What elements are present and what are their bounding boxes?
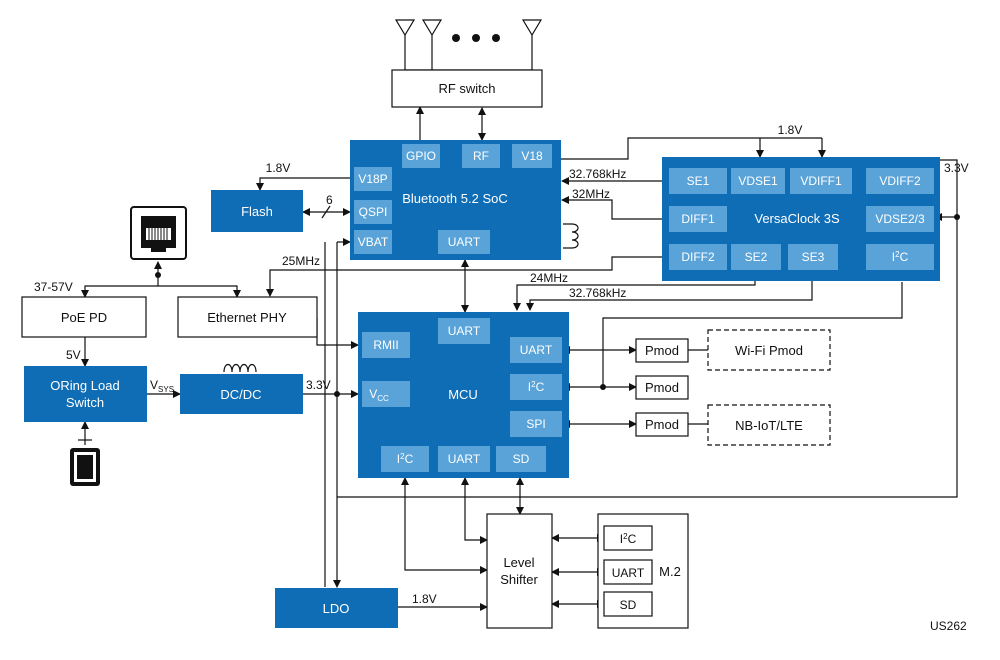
antenna-icon (394, 19, 416, 37)
clk-vdiff2-pin: VDIFF2 (879, 174, 921, 188)
wifi-pmod-block: Wi-Fi Pmod (707, 329, 831, 371)
ble-rf-pin: RF (473, 149, 489, 163)
ethernet-jack-icon (130, 206, 187, 260)
clk-diff1-pin: DIFF1 (681, 212, 715, 226)
nbiot-block: NB-IoT/LTE (707, 404, 831, 446)
dcdc-label: DC/DC (220, 387, 261, 402)
bluetooth-soc-block: GPIO RF V18 V18P QSPI VBAT UART Bluetoot… (350, 140, 561, 260)
ble-gpio-pin: GPIO (406, 149, 436, 163)
figure-reference: US262 (930, 619, 967, 633)
ethernet-phy-label: Ethernet PHY (207, 310, 287, 325)
m2-block: I2C UART SD M.2 (597, 513, 689, 629)
nbiot-label: NB-IoT/LTE (735, 418, 803, 433)
ethernet-phy-block: Ethernet PHY (177, 296, 318, 338)
clock-title: VersaClock 3S (754, 211, 840, 226)
flash-label: Flash (241, 204, 273, 219)
label-3v3-rail: 3.3V (944, 161, 969, 175)
ldo-block: LDO (275, 588, 398, 628)
m2-i2c-port: I2C (620, 532, 637, 546)
clk-diff2-pin: DIFF2 (681, 250, 715, 264)
antenna-icon (421, 19, 443, 37)
label-32khz-ble: 32.768kHz (569, 167, 626, 181)
mcu-title: MCU (448, 387, 478, 402)
mcu-uart-bottom-pin: UART (448, 452, 481, 466)
label-1v8-clock: 1.8V (778, 123, 803, 137)
pmod-label-3: Pmod (645, 417, 679, 432)
dcdc-block: DC/DC (180, 374, 303, 414)
m2-uart-port: UART (612, 566, 645, 580)
mcu-i2c-bottom-pin: I2C (397, 452, 414, 466)
ellipsis-dot (492, 34, 500, 42)
label-32khz-mcu: 32.768kHz (569, 286, 626, 300)
m2-title: M.2 (659, 564, 681, 579)
ble-vbat-pin: VBAT (358, 235, 389, 249)
antenna-group (394, 19, 543, 42)
clk-se1-pin: SE1 (687, 174, 710, 188)
antenna-icon (521, 19, 543, 37)
pmod-block-3: Pmod (635, 412, 689, 437)
clk-vdse23-pin: VDSE2/3 (875, 212, 925, 226)
mcu-uart-right-pin: UART (520, 343, 553, 357)
ble-v18p-pin: V18P (358, 172, 387, 186)
clk-vdiff1-pin: VDIFF1 (800, 174, 842, 188)
mcu-rmii-pin: RMII (373, 338, 398, 352)
label-24mhz: 24MHz (530, 271, 568, 285)
label-1v8-ldo: 1.8V (412, 592, 437, 606)
mcu-vcc-pin: VCC (369, 387, 389, 403)
ellipsis-dot (452, 34, 460, 42)
mcu-uart-top-pin: UART (448, 324, 481, 338)
pmod-label-1: Pmod (645, 343, 679, 358)
oring-label-line1: ORing Load (50, 378, 119, 393)
pmod-block-2: Pmod (635, 375, 689, 400)
label-bus-width: 6 (326, 193, 333, 207)
ble-qspi-pin: QSPI (359, 205, 388, 219)
pmod-label-2: Pmod (645, 380, 679, 395)
signal-labels: 1.8V 1.8V 3.3V 32.768kHz 32MHz 6 25MHz 2… (34, 123, 969, 633)
clk-i2c-pin: I2C (892, 250, 909, 264)
level-shifter-block: Level Shifter (486, 513, 553, 629)
ble-v18-pin: V18 (521, 149, 543, 163)
level-shifter-line1: Level (503, 555, 534, 570)
clk-se2-pin: SE2 (745, 250, 768, 264)
ldo-label: LDO (323, 601, 350, 616)
poe-pd-label: PoE PD (61, 310, 107, 325)
pmod-block-1: Pmod (635, 338, 689, 363)
label-5v: 5V (66, 348, 81, 362)
clk-vdse1-pin: VDSE1 (738, 174, 778, 188)
label-1v8-flash: 1.8V (266, 161, 291, 175)
m2-sd-port: SD (620, 598, 637, 612)
versaclock-block: SE1 VDSE1 VDIFF1 VDIFF2 DIFF1 VDSE2/3 DI… (662, 157, 940, 281)
ellipsis-dot (472, 34, 480, 42)
flash-block: Flash (211, 190, 303, 232)
ble-uart-pin: UART (448, 235, 481, 249)
wifi-pmod-label: Wi-Fi Pmod (735, 343, 803, 358)
label-vsys: VSYS (150, 378, 174, 394)
ble-title: Bluetooth 5.2 SoC (402, 191, 508, 206)
label-32mhz: 32MHz (572, 187, 610, 201)
rf-switch-label: RF switch (438, 81, 495, 96)
oring-switch-block: ORing Load Switch (24, 366, 147, 422)
mcu-spi-pin: SPI (526, 417, 545, 431)
wires (78, 35, 960, 611)
rf-switch-block: RF switch (391, 69, 543, 108)
battery-icon (70, 448, 100, 486)
mcu-i2c-right-pin: I2C (528, 380, 545, 394)
mcu-block: UART RMII UART VCC I2C SPI I2C UART SD M… (358, 312, 569, 478)
label-25mhz: 25MHz (282, 254, 320, 268)
label-37-57v: 37-57V (34, 280, 73, 294)
clk-se3-pin: SE3 (802, 250, 825, 264)
oring-label-line2: Switch (66, 395, 104, 410)
mcu-sd-pin: SD (513, 452, 530, 466)
poe-pd-block: PoE PD (21, 296, 147, 338)
level-shifter-line2: Shifter (500, 572, 538, 587)
label-3v3-dcdc: 3.3V (306, 378, 331, 392)
